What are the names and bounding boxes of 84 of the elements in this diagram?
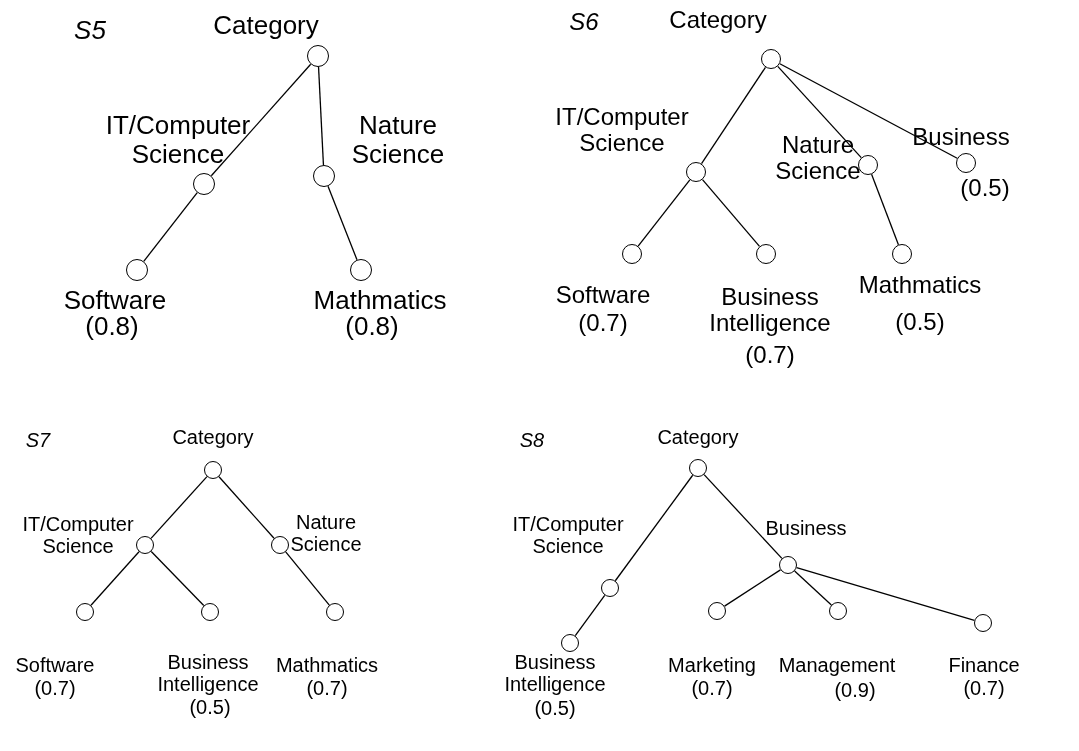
node-label: Nature Science [351,111,445,169]
node-label: Nature Science [290,511,362,555]
weight-value: (0.7) [691,677,733,699]
node-label: IT/Computer Science [555,103,689,157]
tree-node-circle [326,603,344,621]
tree-node-circle [779,556,797,574]
connector-line [701,178,761,248]
node-label: Business [912,123,1010,151]
node-label: Category [669,6,767,34]
node-label: Category [213,10,319,40]
node-label: Business Intelligence [709,283,831,337]
node-label: Nature Science [775,131,861,185]
node-label: IT/Computer Science [105,111,251,169]
tree-node-circle [686,162,706,182]
node-label: Software [555,281,651,309]
tree-node-circle [761,49,781,69]
tree-node-circle [204,461,222,479]
connector-line [723,569,782,607]
tree-node-circle [76,603,94,621]
connector-line [150,476,208,539]
tree-node-circle [561,634,579,652]
node-label: Category [657,426,739,448]
scenario-label: S8 [519,428,545,452]
weight-value: (0.9) [834,679,876,701]
connector-line [210,63,312,177]
node-label: Mathmatics [858,271,982,299]
connector-line [796,566,975,622]
tree-node-circle [756,244,776,264]
tree-node-circle [689,459,707,477]
tree-node-circle [601,579,619,597]
node-label: Finance [948,654,1020,676]
weight-value: (0.5) [534,697,576,719]
connector-line [285,551,330,606]
weight-value: (0.7) [745,341,795,369]
tree-node-circle [136,536,154,554]
connector-line [703,473,783,560]
tree-node-circle [126,259,148,281]
connector-line [327,185,358,261]
connector-line [779,63,958,159]
scenario-label: S5 [74,14,106,46]
tree-node-circle [892,244,912,264]
weight-value: (0.5) [189,696,231,718]
weight-value: (0.7) [578,309,628,337]
connector-line [574,594,606,637]
connector-line [777,65,862,159]
node-label: Business Intelligence [504,651,606,695]
connector-line [870,173,900,246]
tree-node-circle [708,602,726,620]
tree-node-circle [307,45,329,67]
connector-line [793,570,833,606]
node-label: Management [778,654,896,676]
tree-node-circle [201,603,219,621]
weight-value: (0.7) [34,677,76,699]
connector-line [143,192,198,262]
tree-node-circle [313,165,335,187]
node-label: Marketing [668,654,756,676]
tree-node-circle [956,153,976,173]
connector-line [614,474,694,582]
connector-line [150,550,205,607]
node-label: Business [765,517,847,539]
tree-node-circle [271,536,289,554]
tree-node-circle [193,173,215,195]
node-label: IT/Computer Science [512,513,624,557]
node-label: IT/Computer Science [22,513,134,557]
scenario-label: S7 [25,428,51,452]
tree-node-circle [974,614,992,632]
weight-value: (0.5) [960,174,1010,202]
connector-line [90,551,140,606]
weight-value: (0.7) [963,677,1005,699]
tree-node-circle [350,259,372,281]
tree-node-circle [858,155,878,175]
node-label: Software [15,654,95,676]
weight-value: (0.5) [895,308,945,336]
node-label: Business Intelligence [157,651,259,695]
scenario-label: S6 [569,8,599,36]
connector-line [700,66,767,165]
tree-node-circle [829,602,847,620]
connector-line [317,66,325,166]
node-label: Category [172,426,254,448]
node-label: Mathmatics [275,654,379,676]
connector-line [637,179,691,247]
connector-line [218,476,275,539]
tree-node-circle [622,244,642,264]
weight-value: (0.7) [306,677,348,699]
